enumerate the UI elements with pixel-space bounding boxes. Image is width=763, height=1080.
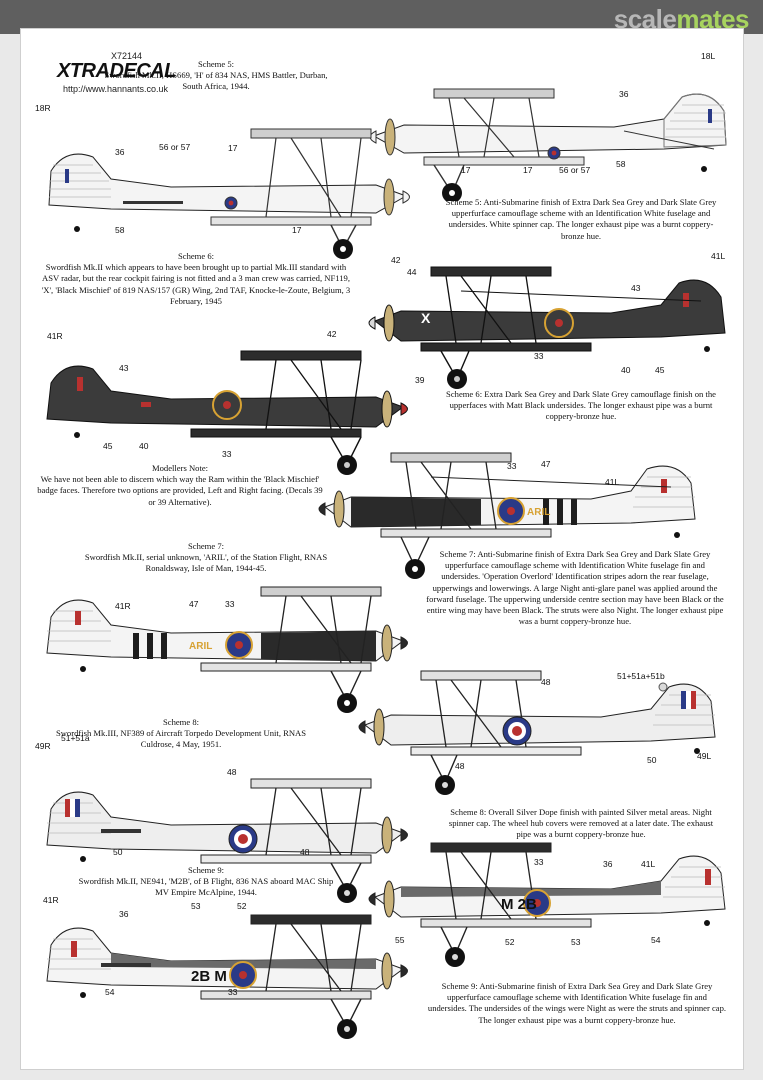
scheme-6-caption: Scheme 6: Swordfish Mk.II which appears … — [41, 251, 351, 307]
scheme-9-left-profile: 2B M — [31, 909, 416, 1049]
callout: 43 — [119, 363, 129, 373]
scheme-7-caption: Scheme 7: Swordfish Mk.II, serial unknow… — [71, 541, 341, 575]
scheme-5-left-profile — [31, 121, 416, 261]
callout: 56 or 57 — [159, 142, 191, 152]
callout: 36 — [119, 909, 129, 919]
scheme-5-right-profile — [364, 61, 744, 201]
callout: 44 — [407, 267, 417, 277]
callout: 53 — [571, 937, 581, 947]
callout: 33 — [534, 857, 544, 867]
scheme-9-finish: Scheme 9: Anti-Submarine finish of Extra… — [427, 981, 727, 1025]
callout: 33 — [507, 461, 517, 471]
callout: 56 or 57 — [559, 165, 591, 175]
callout: 41L — [641, 859, 656, 869]
scheme-8-title: Scheme 8: — [162, 717, 200, 727]
scheme-6-right-profile: X — [361, 261, 741, 401]
scheme-5-finish: Scheme 5: Anti-Submarine finish of Extra… — [445, 197, 717, 241]
code-letters: M 2B — [501, 896, 537, 913]
callout: 51+51a — [61, 733, 90, 743]
scheme-8-left-profile — [31, 773, 416, 913]
callout: 33 — [534, 351, 544, 361]
scheme-8-desc: Swordfish Mk.III, NF389 of Aircraft Torp… — [55, 728, 307, 750]
callout: 45 — [655, 365, 665, 375]
scheme-5-caption: Scheme 5: Swordfish Mk.II, HS669, 'H' of… — [101, 59, 331, 93]
callout: 58 — [616, 159, 626, 169]
callout: 18R — [35, 103, 51, 113]
modellers-note: Modellers Note: We have not been able to… — [35, 463, 325, 508]
callout: 54 — [105, 987, 115, 997]
callout: 42 — [391, 255, 401, 265]
scheme-5-desc: Swordfish Mk.II, HS669, 'H' of 834 NAS, … — [104, 70, 328, 92]
scheme-9-right-profile: M 2B — [361, 837, 741, 977]
callout: 41R — [47, 331, 63, 341]
callout: 36 — [115, 147, 125, 157]
modellers-note-desc: We have not been able to discern which w… — [37, 474, 323, 507]
scheme-6-finish: Scheme 6: Extra Dark Sea Grey and Dark S… — [446, 389, 716, 422]
callout: 53 — [191, 901, 201, 911]
scheme-8-finish: Scheme 8: Overall Silver Dope finish wit… — [448, 807, 714, 840]
scheme-6-left-profile — [31, 347, 416, 487]
decal-sheet: X72144 XTRADECAL http://www.hannants.co.… — [20, 28, 744, 1070]
brand-logo: XTRADECAL — [57, 60, 176, 82]
callout: 49R — [35, 741, 51, 751]
scheme-6-title: Scheme 6: — [177, 251, 215, 261]
callout: 48 — [455, 761, 465, 771]
callout: 36 — [603, 859, 613, 869]
scheme-7-right-profile: ARIL — [311, 447, 711, 597]
callout: 17 — [228, 143, 238, 153]
scheme-8-right-profile — [351, 665, 731, 805]
callout: 41L — [711, 251, 726, 261]
scheme-7-finish: Scheme 7: Anti-Submarine finish of Extra… — [426, 549, 724, 627]
scheme-8-caption: Scheme 8: Swordfish Mk.III, NF389 of Air… — [51, 717, 311, 751]
callout: 43 — [631, 283, 641, 293]
product-code: X72144 — [111, 51, 143, 61]
callout: 40 — [621, 365, 631, 375]
scheme-5-title: Scheme 5: — [197, 59, 235, 69]
scheme-6-desc: Swordfish Mk.II which appears to have be… — [41, 262, 351, 306]
code-letter: X — [421, 310, 431, 326]
scheme-7-left-profile: ARIL — [31, 581, 416, 721]
scheme-9-title: Scheme 9: — [187, 865, 225, 875]
callout: 17 — [292, 225, 302, 235]
code-letters: 2B M — [191, 968, 227, 985]
callout: 45 — [103, 441, 113, 451]
callout: 33 — [222, 449, 232, 459]
callout: 36 — [619, 89, 629, 99]
callout: 41L — [605, 477, 620, 487]
callout: 47 — [189, 599, 199, 609]
brand-url: http://www.hannants.co.uk — [63, 84, 169, 94]
callout: 52 — [237, 901, 247, 911]
callout: 18L — [701, 51, 716, 61]
callout: 41R — [43, 895, 59, 905]
modellers-note-title: Modellers Note: — [151, 463, 209, 473]
callout: 48 — [227, 767, 237, 777]
callout: 17 — [523, 165, 533, 175]
callout: 33 — [225, 599, 235, 609]
code-letters: ARIL — [527, 507, 550, 518]
callout: 40 — [139, 441, 149, 451]
callout: 33 — [228, 987, 238, 997]
callout: 50 — [647, 755, 657, 765]
callout: 48 — [541, 677, 551, 687]
callout: 17 — [461, 165, 471, 175]
scheme-9-caption: Scheme 9: Swordfish Mk.II, NE941, 'M2B',… — [71, 865, 341, 899]
callout: 55 — [395, 935, 405, 945]
scheme-9-desc: Swordfish Mk.II, NE941, 'M2B', of B Flig… — [78, 876, 334, 898]
callout: 48 — [300, 847, 310, 857]
callout: 58 — [115, 225, 125, 235]
callout: 51+51a+51b — [617, 671, 665, 681]
callout: 54 — [651, 935, 661, 945]
callout: 47 — [541, 459, 551, 469]
scheme-7-title: Scheme 7: — [187, 541, 225, 551]
callout: 52 — [505, 937, 515, 947]
callout: 49L — [697, 751, 712, 761]
callout: 39 — [415, 375, 425, 385]
callout: 42 — [327, 329, 337, 339]
callout: 50 — [113, 847, 123, 857]
scheme-7-desc: Swordfish Mk.II, serial unknown, 'ARIL',… — [84, 552, 328, 574]
callout: 41R — [115, 601, 131, 611]
code-letters: ARIL — [189, 641, 212, 652]
